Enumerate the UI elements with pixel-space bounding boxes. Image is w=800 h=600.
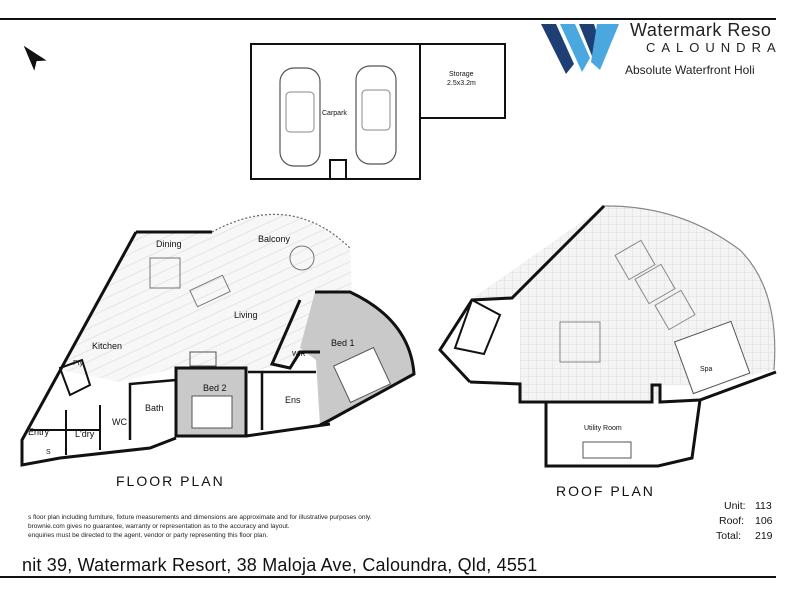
north-arrow-icon bbox=[23, 45, 47, 71]
roof-plan-walls bbox=[438, 204, 777, 468]
room-wc: WC bbox=[112, 417, 127, 427]
room-entry: Entry bbox=[28, 427, 50, 437]
room-utility: Utility Room bbox=[584, 425, 622, 432]
disclaimer-line: enquiries must be directed to the agent,… bbox=[28, 532, 268, 539]
room-pantry: Pty bbox=[73, 360, 84, 367]
floor-plan-title: FLOOR PLAN bbox=[116, 473, 225, 489]
room-spa: Spa bbox=[700, 366, 713, 373]
bottom-rule bbox=[0, 576, 776, 578]
area-total-label: Total: bbox=[716, 530, 742, 542]
room-bed1: Bed 1 bbox=[331, 338, 355, 348]
watermark-logo bbox=[541, 24, 619, 74]
disclaimer-line: s floor plan including furniture, fixtur… bbox=[28, 514, 372, 521]
area-total-value: 219 bbox=[755, 530, 773, 542]
room-wir: WIR bbox=[292, 351, 306, 358]
property-address: nit 39, Watermark Resort, 38 Maloja Ave,… bbox=[22, 555, 538, 575]
room-living: Living bbox=[234, 310, 258, 320]
room-bed2: Bed 2 bbox=[203, 383, 227, 393]
room-storage: S bbox=[46, 449, 51, 456]
room-dining: Dining bbox=[156, 239, 182, 249]
top-rule bbox=[0, 18, 776, 20]
carpark-label: Carpark bbox=[322, 110, 347, 117]
floor-plan-walls bbox=[20, 213, 416, 467]
area-roof-value: 106 bbox=[755, 515, 773, 527]
storage-label: Storage bbox=[449, 71, 474, 78]
brand-tagline: Absolute Waterfront Holi bbox=[625, 63, 755, 77]
brand-location: CALOUNDRA bbox=[646, 40, 782, 55]
room-balcony: Balcony bbox=[258, 234, 291, 244]
carpark-structure bbox=[250, 43, 506, 180]
room-ensuite: Ens bbox=[285, 395, 301, 405]
storage-size: 2.5x3.2m bbox=[447, 80, 476, 87]
area-roof-label: Roof: bbox=[719, 515, 745, 527]
roof-plan-title: ROOF PLAN bbox=[556, 483, 655, 499]
brand-name: Watermark Reso bbox=[630, 20, 772, 40]
area-unit-value: 113 bbox=[755, 500, 772, 512]
area-unit-label: Unit: bbox=[724, 500, 746, 512]
disclaimer-line: brownie.com gives no guarantee, warranty… bbox=[28, 523, 290, 530]
room-bath: Bath bbox=[145, 403, 164, 413]
room-laundry: L'dry bbox=[75, 429, 95, 439]
room-kitchen: Kitchen bbox=[92, 341, 123, 351]
